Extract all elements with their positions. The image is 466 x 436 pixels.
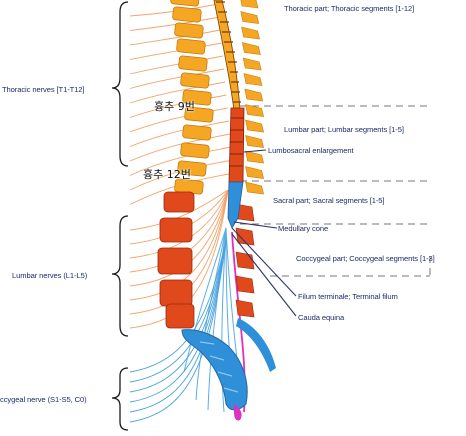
thoracic-vertebra xyxy=(180,142,210,159)
coccygeal-part-label: Coccygeal part; Coccygeal segments [1-3] xyxy=(296,254,435,263)
sacral-nerve-root xyxy=(129,239,227,373)
cord-sacral xyxy=(227,181,244,229)
sacral-nerve-root xyxy=(129,239,227,403)
thoracic-part-label: Thoracic part; Thoracic segments [1-12] xyxy=(284,4,415,13)
thoracic-nerve-root xyxy=(129,16,220,31)
segment-separators xyxy=(240,105,431,277)
thoracic-spinous-process xyxy=(245,166,264,179)
cord-thoracic xyxy=(213,0,241,111)
lumbar-spinous-process xyxy=(235,227,255,246)
lumbar-part-label: Lumbar part; Lumbar segments [1-5] xyxy=(284,125,404,134)
leader-filum-terminale xyxy=(231,227,297,297)
thoracic-vertebra xyxy=(182,124,212,141)
lumbar-vertebra xyxy=(159,217,193,243)
lumbar-nerves-label: Lumbar nerves (L1-L5) xyxy=(12,271,88,280)
lumbar-nerve-root xyxy=(129,189,229,273)
vertebral-bodies xyxy=(157,0,214,329)
thoracic-vertebra xyxy=(176,38,206,55)
thoracic-spinous-process xyxy=(245,181,264,195)
annotation-t12: 흉추 12번 xyxy=(143,168,191,181)
thoracic-nerve-root xyxy=(129,120,229,147)
cord-lumbar-ladder xyxy=(229,117,244,167)
leader-medullary-cone xyxy=(233,221,278,229)
thoracic-bracket xyxy=(111,1,129,167)
thoracic-nerve-root xyxy=(129,94,227,118)
lumbar-spinous-process xyxy=(235,251,255,270)
thoracic-nerve-root xyxy=(129,81,226,104)
thoracic-spinous-process xyxy=(240,11,260,24)
thoracic-nerves-label: Thoracic nerves [T1-T12] xyxy=(2,85,85,94)
cauda-equina-label: Cauda equina xyxy=(298,313,345,322)
thoracic-spinous-process xyxy=(242,57,262,71)
thoracic-vertebra xyxy=(182,89,212,106)
lumbar-spinous-process xyxy=(235,275,255,294)
thoracic-nerve-root xyxy=(129,68,225,89)
sacral-segments xyxy=(199,341,239,393)
thoracic-vertebra xyxy=(184,106,214,123)
sacrum xyxy=(181,318,276,421)
thoracic-spinous-process xyxy=(245,104,264,117)
thoracic-spinous-process xyxy=(243,73,263,86)
thoracic-nerve-root xyxy=(129,29,221,46)
thoracic-spinous-process xyxy=(245,135,264,148)
thoracic-vertebra xyxy=(174,22,204,39)
sacral-nerve-root xyxy=(129,239,227,413)
thoracic-vertebra xyxy=(172,6,202,23)
coccyx-shape xyxy=(234,404,242,421)
thoracic-vertebra xyxy=(170,0,200,7)
lumbosacral-enlargement-label: Lumbosacral enlargement xyxy=(268,146,354,155)
cord-lumbar xyxy=(228,107,245,183)
thoracic-spinous-process xyxy=(245,150,264,164)
lumbar-vertebra xyxy=(163,191,195,213)
sacral-nerve-root xyxy=(129,239,227,423)
brackets xyxy=(111,1,129,431)
filum-terminale-label: Filum terminale; Terminal filum xyxy=(298,292,398,301)
coccygeal-bracket xyxy=(111,367,129,431)
lumbar-spinous-process xyxy=(235,299,255,318)
cord-ladder xyxy=(216,1,241,103)
lumbar-vertebra xyxy=(165,303,195,329)
posterior-sacrum xyxy=(236,318,276,372)
thoracic-vertebra xyxy=(180,72,210,89)
medullary-cone-label: Medullary cone xyxy=(278,224,329,233)
leader-lumbosacral xyxy=(243,149,267,153)
thoracic-nerve-root xyxy=(129,107,228,133)
thoracic-nerve-root xyxy=(129,133,231,162)
thoracic-spinous-process xyxy=(244,88,264,102)
thoracic-spinous-process xyxy=(245,119,264,133)
annotation-t9: 흉추 9번 xyxy=(154,100,195,113)
thoracic-nerve-root xyxy=(129,42,222,60)
sacral-part-label: Sacral part; Sacral segments [1-5] xyxy=(273,196,385,205)
thoracic-nerve-root xyxy=(129,55,223,75)
thoracic-spinous-process xyxy=(242,42,261,55)
thoracic-nerve-root xyxy=(129,146,232,176)
thoracic-spinous-process xyxy=(241,26,260,40)
thoracic-vertebra xyxy=(178,55,208,72)
coccygeal-nerve-label: ccygeal nerve (S1-S5, C0) xyxy=(0,395,87,404)
thoracic-spinous-process xyxy=(240,0,259,9)
lumbar-bracket xyxy=(111,215,129,337)
lumbar-nerve-root xyxy=(129,189,229,301)
thoracic-vertebra xyxy=(177,160,207,177)
lumbar-vertebra xyxy=(159,279,193,307)
spinal-cord xyxy=(213,0,245,229)
lumbar-vertebra xyxy=(157,247,193,275)
leader-cauda-equina xyxy=(231,233,297,317)
leader-lines xyxy=(231,149,297,317)
